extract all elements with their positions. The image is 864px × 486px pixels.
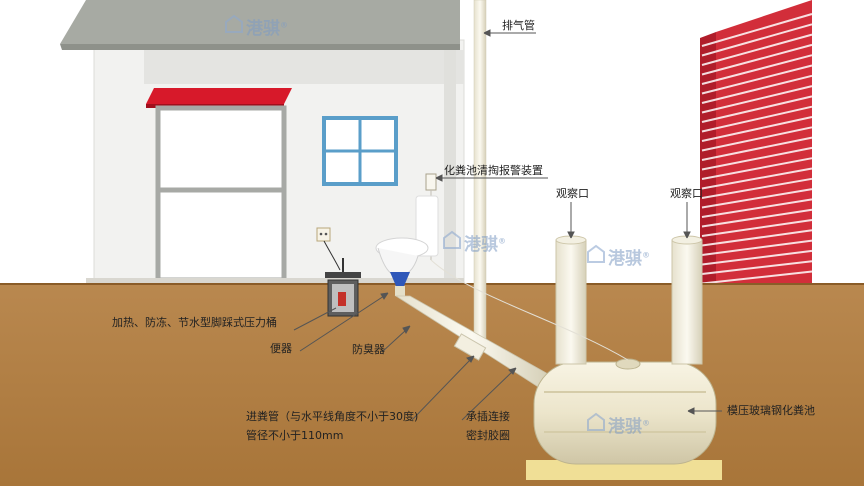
brick-mortar-line (701, 157, 813, 180)
door (155, 105, 287, 283)
label-pipe-diameter: 管径不小于110mm (246, 429, 344, 442)
label-alarm-device: 化粪池清掏报警装置 (444, 164, 543, 177)
brick-mortar-line (701, 43, 813, 76)
porch-pillar (444, 50, 456, 286)
label-inlet-pipe: 进粪管（与水平线角度不小于30度) (246, 410, 419, 423)
brand-text: 港骐 (608, 417, 642, 437)
brick-mortar-line (701, 229, 813, 247)
toilet (375, 195, 439, 277)
brick-mortar-line (701, 219, 813, 237)
brick-wall (700, 0, 813, 286)
wall-socket (316, 227, 331, 242)
observation-pipe-left (555, 235, 587, 365)
roof (60, 0, 460, 44)
brand-text: 港骐 (464, 235, 498, 255)
label-septic-tank: 模压玻璃钢化粪池 (727, 404, 815, 417)
power-cable (323, 240, 341, 271)
brand-mark: ® (642, 250, 650, 260)
brand-mark: ® (642, 418, 650, 428)
brick-mortar-line (701, 270, 813, 285)
label-vent-pipe: 排气管 (502, 19, 535, 32)
label-observation-right: 观察口 (670, 187, 703, 200)
brick-mortar-line (701, 188, 813, 209)
deodorizer-funnel (390, 272, 410, 296)
brick-mortar-line (701, 13, 813, 47)
brick-mortar-line (701, 136, 813, 161)
tank-base (526, 460, 722, 480)
brick-mortar-line (701, 85, 813, 114)
label-observation-left: 观察口 (556, 187, 589, 200)
brick-mortar-line (701, 116, 813, 142)
inlet-pipe (394, 295, 549, 389)
brick-mortar-line (701, 74, 813, 104)
brand-watermark: 港骐® (464, 230, 506, 255)
brand-watermark: 港骐® (608, 244, 650, 269)
brand-watermark: 港骐® (608, 412, 650, 437)
septic-tank (533, 358, 717, 465)
label-sealing-ring: 密封胶圈 (466, 429, 510, 442)
brand-logo-icon (225, 14, 605, 431)
brick-mortar-line (701, 249, 813, 266)
brick-mortar-line (701, 23, 813, 57)
brick-mortar-line (701, 208, 813, 228)
brick-mortar-line (701, 177, 813, 199)
alarm-wire (430, 259, 629, 361)
red-awning (146, 88, 292, 104)
brand-text: 港骐 (608, 249, 642, 269)
brick-mortar-line (701, 33, 813, 66)
observation-pipe-right (671, 235, 703, 365)
brick-mortar-line (701, 105, 813, 133)
brick-mortar-line (701, 167, 813, 190)
brick-mortar-line (701, 260, 813, 275)
brick-mortar-line (701, 64, 813, 95)
brick-mortar-line (701, 126, 813, 152)
brand-mark: ® (280, 20, 288, 30)
window (322, 116, 398, 186)
label-socket-joint: 承插连接 (466, 410, 510, 423)
brick-mortar-line (701, 54, 813, 85)
label-deodorizer: 防臭器 (352, 343, 385, 356)
brand-text: 港骐 (246, 19, 280, 39)
brand-mark: ® (498, 236, 506, 246)
brick-mortar-line (701, 198, 813, 218)
label-pressure-bucket: 加热、防冻、节水型脚踩式压力桶 (112, 316, 277, 329)
brick-mortar-line (701, 239, 813, 256)
label-toilet: 便器 (270, 342, 292, 355)
leader-lines (293, 29, 722, 421)
brick-mortar-line (701, 146, 813, 171)
brick-mortar-line (701, 95, 813, 123)
brand-watermark: 港骐® (246, 14, 288, 39)
